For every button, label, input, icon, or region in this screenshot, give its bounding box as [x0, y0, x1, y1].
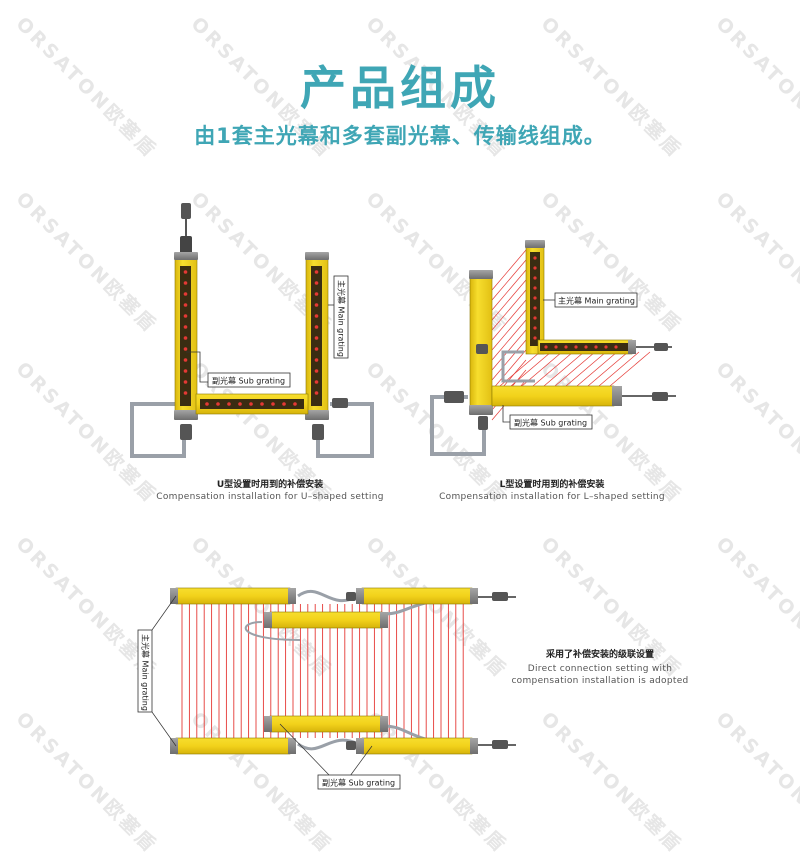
beam-line: [491, 299, 527, 341]
cable-loop-left: [130, 402, 186, 458]
emitter-dot: [314, 314, 319, 318]
emitter-dot: [533, 276, 537, 280]
emitter-dot: [314, 281, 319, 285]
emitter-dot: [314, 369, 319, 373]
beam-line: [554, 351, 596, 387]
emitter-dot: [564, 345, 568, 349]
emitter-dot: [314, 380, 319, 384]
connector-plug: [181, 203, 191, 219]
emitter-dot: [216, 402, 220, 406]
emitter-dot: [314, 325, 319, 329]
emitter-dot: [183, 347, 188, 351]
emitter-dot: [183, 391, 188, 395]
cascade-diagram: 主光幕 Main grating 副光幕 Sub grating: [137, 587, 516, 790]
beam-line: [491, 259, 527, 301]
emitter-dot: [282, 402, 286, 406]
emitter-dot: [604, 345, 608, 349]
page-subtitle: 由1套主光幕和多套副光幕、传输线组成。: [194, 124, 606, 148]
label-sub-grating: 副光幕 Sub grating: [514, 418, 587, 428]
emitter-dot: [227, 402, 231, 406]
l-sub-bottom: [491, 385, 615, 407]
u-shaped-diagram: 副光幕 Sub grating 主光幕 Main grating: [130, 203, 374, 458]
beam-line: [491, 339, 527, 381]
emitter-dot: [314, 347, 319, 351]
beam-line: [491, 279, 527, 321]
emitter-dot: [260, 402, 264, 406]
beam-line: [491, 309, 527, 351]
emitter-dot: [314, 270, 319, 274]
beam-line: [598, 351, 640, 387]
page-title: 产品组成: [300, 61, 500, 115]
emitter-dot: [314, 336, 319, 340]
emitter-dot: [183, 380, 188, 384]
emitter-dot: [183, 325, 188, 329]
emitter-dot: [533, 336, 537, 340]
emitter-dot: [183, 314, 188, 318]
emitter-dot: [533, 286, 537, 290]
beam-line: [491, 269, 527, 311]
emitter-dot: [238, 402, 242, 406]
emitter-dot: [183, 292, 188, 296]
emitter-dot: [314, 303, 319, 307]
emitter-dot: [183, 369, 188, 373]
caption-cascade: 采用了补偿安装的级联设置 Direct connection setting w…: [511, 650, 689, 686]
beam-line: [543, 351, 585, 387]
beam-line: [491, 289, 527, 331]
emitter-dot: [314, 358, 319, 362]
emitter-dot: [594, 345, 598, 349]
beam-line: [576, 351, 618, 387]
beam-line: [491, 249, 527, 291]
cascade-bottom-right-bar: [356, 737, 478, 755]
emitter-dot: [614, 345, 618, 349]
emitter-dot: [205, 402, 209, 406]
emitter-dot: [574, 345, 578, 349]
label-sub-grating: 副光幕 Sub grating: [322, 778, 395, 788]
caption-l-shaped: L型设置时用到的补偿安装 Compensation installation f…: [439, 480, 665, 502]
cable-loop-right: [316, 402, 374, 458]
label-sub-grating: 副光幕 Sub grating: [212, 376, 285, 386]
emitter-dot: [584, 345, 588, 349]
beam-line: [565, 351, 607, 387]
beam-line: [491, 319, 527, 361]
cascade-top-right-bar: [356, 587, 478, 605]
beam-line: [609, 351, 651, 387]
cascade-top-left-bar: [170, 587, 296, 605]
emitter-dot: [314, 292, 319, 296]
emitter-dot: [533, 326, 537, 330]
label-main-grating: 主光幕 Main grating: [337, 280, 347, 357]
label-main-grating: 主光幕 Main grating: [141, 634, 151, 711]
emitter-dot: [533, 266, 537, 270]
emitter-dot: [271, 402, 275, 406]
emitter-dot: [533, 296, 537, 300]
emitter-dot: [533, 306, 537, 310]
emitter-dot: [183, 303, 188, 307]
emitter-dot: [314, 391, 319, 395]
emitter-dot: [533, 256, 537, 260]
emitter-dot: [183, 336, 188, 340]
emitter-dot: [533, 316, 537, 320]
l-shaped-diagram: 主光幕 Main grating 副光幕 Sub grating: [430, 240, 676, 456]
emitter-dot: [554, 345, 558, 349]
emitter-dot: [183, 358, 188, 362]
beam-line: [491, 329, 527, 371]
cascade-mid-lower-bar: [264, 715, 388, 733]
emitter-dot: [183, 270, 188, 274]
beam-line: [587, 351, 629, 387]
emitter-dot: [293, 402, 297, 406]
beam-line: [491, 349, 527, 391]
beam-line: [532, 351, 574, 387]
emitter-dot: [249, 402, 253, 406]
emitter-dot: [183, 281, 188, 285]
emitter-dot: [544, 345, 548, 349]
cascade-bottom-left-bar: [170, 737, 296, 755]
caption-u-shaped: U型设置时用到的补偿安装 Compensation installation f…: [156, 480, 384, 502]
cascade-mid-upper-bar: [264, 611, 388, 629]
label-main-grating: 主光幕 Main grating: [558, 296, 635, 306]
